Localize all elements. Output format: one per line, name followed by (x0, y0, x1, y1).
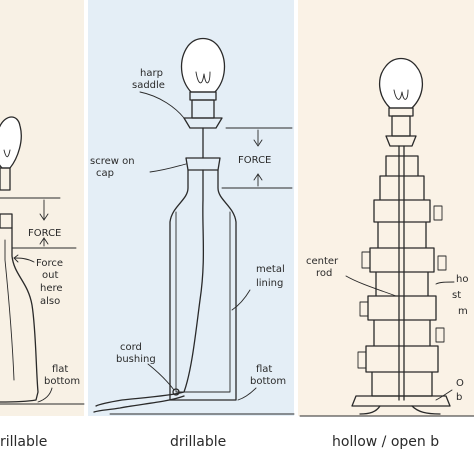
middle-metal-label: metal (256, 264, 285, 275)
left-force-out-label-4: also (40, 296, 60, 307)
middle-harp-saddle (183, 117, 223, 129)
middle-force-label: FORCE (238, 155, 271, 166)
right-center-label: center (306, 256, 339, 267)
middle-cap-label: cap (96, 168, 114, 179)
middle-bottom-label: bottom (250, 376, 286, 387)
left-bottom-label: bottom (44, 376, 80, 387)
right-lamp (299, 57, 474, 417)
left-force-out-label-3: here (40, 283, 63, 294)
middle-lamp (93, 37, 295, 415)
left-force-label: FORCE (28, 228, 61, 239)
right-side-label-1: ho (456, 274, 468, 285)
middle-cap (185, 157, 221, 171)
middle-socket (191, 99, 215, 119)
left-socket (0, 167, 11, 191)
right-bottom-label-2: b (456, 392, 462, 403)
middle-cord-label: cord (120, 342, 142, 353)
right-stacked-blocks (365, 155, 439, 397)
left-lamp (0, 116, 85, 405)
left-bottle (0, 227, 39, 403)
middle-saddle-label: saddle (132, 80, 165, 91)
middle-cord-bushing (172, 388, 180, 396)
caption-left: rillable (0, 434, 47, 450)
left-force-out-label-1: Force (36, 258, 63, 269)
panel-bottle-not-drillable (0, 0, 84, 416)
middle-bulb-icon (180, 37, 226, 93)
middle-flat-label: flat (256, 364, 272, 375)
left-flat-label: flat (52, 364, 68, 375)
right-side-label-3: m (458, 306, 468, 317)
right-bottom-label-1: O (456, 378, 464, 389)
right-rod-label: rod (316, 268, 332, 279)
caption-right: hollow / open b (332, 434, 439, 450)
caption-middle: drillable (170, 434, 226, 450)
middle-bottle (169, 169, 237, 401)
left-bulb-icon (0, 116, 22, 169)
right-side-label-2: st (452, 290, 461, 301)
middle-lining-label: lining (256, 278, 283, 289)
middle-harp-label: harp (140, 68, 163, 79)
middle-screw-on-label: screw on (90, 156, 135, 167)
right-base (351, 395, 451, 407)
right-bulb-icon (379, 57, 423, 109)
left-force-out-label-2: out (42, 270, 58, 281)
middle-cord (95, 169, 205, 407)
right-socket (391, 115, 411, 137)
middle-bushing-label: bushing (116, 354, 156, 365)
